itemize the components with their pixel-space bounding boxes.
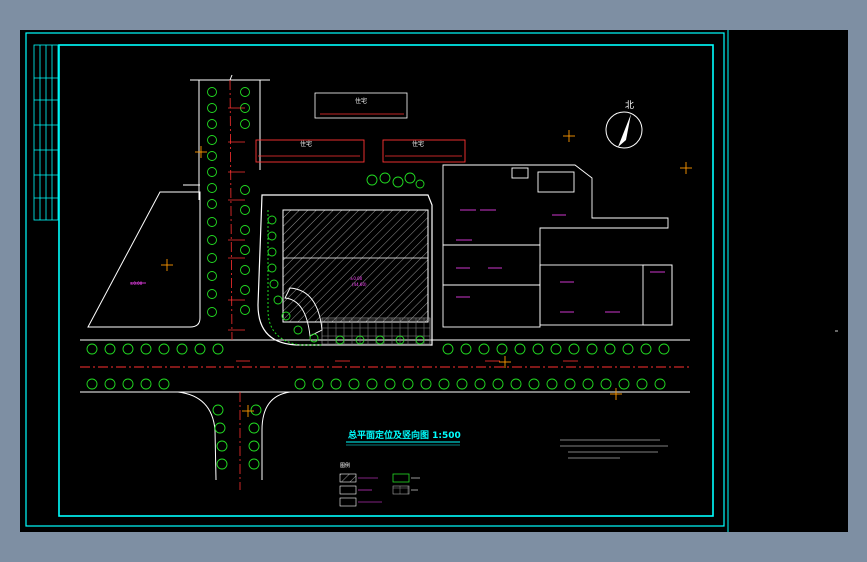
legend-swatch-paving (392, 485, 410, 495)
triangular-building-west (87, 184, 201, 328)
residential-building-top: 住宅 (314, 92, 408, 119)
legend-swatch-line (339, 497, 357, 507)
site-boundary (257, 194, 433, 346)
trees (86, 87, 670, 470)
vertical-centerline (229, 79, 233, 341)
svg-text:±0.00: ±0.00 (350, 276, 363, 281)
east-buildings (442, 164, 673, 328)
north-label: 北 (625, 100, 634, 111)
dimension-markers (228, 107, 578, 362)
revision-strip (33, 44, 59, 221)
legend-swatch-road (339, 485, 357, 495)
svg-text:(44.60): (44.60) (352, 282, 367, 287)
drawing-title: 总平面定位及竖向图 1:500 (346, 429, 461, 446)
legend: 图例 (339, 462, 420, 507)
drawing-background (20, 30, 848, 532)
legend-swatch-green (392, 473, 410, 483)
residential-building-mid: 住宅 (382, 139, 466, 163)
inner-frame (58, 44, 714, 517)
legend-swatch-building (339, 473, 357, 483)
notes-block (560, 439, 668, 459)
curved-entrance (284, 287, 323, 337)
crosshair-icon (161, 130, 692, 417)
north-arrow-icon: 北 (605, 100, 643, 149)
residential-building-left: 住宅 (255, 139, 365, 163)
label-west-building: ±0.00 (130, 281, 143, 286)
residential-top-label: 住宅 (355, 97, 367, 105)
legend-header: 图例 (340, 462, 350, 469)
svg-text:住宅: 住宅 (300, 140, 312, 148)
green-belt (267, 210, 322, 346)
main-building-hatched (282, 209, 429, 323)
elevation-markers (130, 209, 665, 313)
title-block (727, 30, 848, 532)
main-site: ±0.00 (44.60) (257, 194, 433, 346)
svg-text:住宅: 住宅 (412, 140, 424, 148)
outer-frame (25, 32, 725, 527)
drawing-title-text: 总平面定位及竖向图 1:500 (348, 429, 461, 441)
